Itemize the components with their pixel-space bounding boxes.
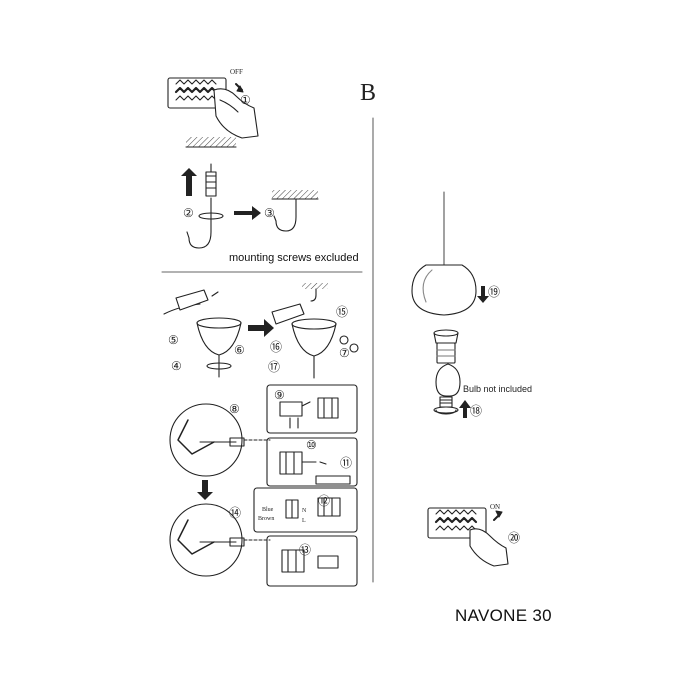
wire-label-l: L xyxy=(302,518,306,524)
detail-box-bottom xyxy=(266,535,358,587)
step-2: ② xyxy=(183,206,194,220)
step-16: ⑯ xyxy=(270,340,283,354)
arrow-down-small xyxy=(477,286,489,303)
arrow-up xyxy=(181,168,197,196)
step-13: ⑬ xyxy=(299,543,312,557)
wall-plug-and-hook xyxy=(186,163,224,249)
step-11: ⑪ xyxy=(340,456,353,470)
wire-label-blue: Blue xyxy=(262,507,274,513)
arrow-right-large xyxy=(248,319,274,337)
section-label: B xyxy=(360,80,377,106)
switch-off-illustration xyxy=(167,77,259,139)
detail-box-top xyxy=(266,384,358,434)
detail-box-middle xyxy=(266,437,358,487)
mounting-note: mounting screws excluded xyxy=(229,252,359,264)
step-10: ⑩ xyxy=(306,438,317,452)
arrow-right xyxy=(234,206,261,220)
step-6: ⑥ xyxy=(234,343,245,357)
ceiling-plate-hatched xyxy=(185,137,237,148)
switch-on-illustration xyxy=(427,507,509,567)
light-bulb xyxy=(433,363,461,415)
step-14: ⑭ xyxy=(229,506,242,520)
wire-label-n: N xyxy=(302,508,307,514)
detail-box-lower xyxy=(253,487,358,533)
mounted-hook xyxy=(271,190,319,232)
canopy-right xyxy=(271,283,359,379)
step-8: ⑧ xyxy=(229,402,240,416)
canopy-left xyxy=(163,289,242,378)
step-4: ④ xyxy=(171,359,182,373)
pendant-lamp xyxy=(411,191,477,364)
junction-box-top xyxy=(169,403,271,477)
step-17: ⑰ xyxy=(268,360,281,374)
step-3: ③ xyxy=(264,206,275,220)
step-20: ⑳ xyxy=(508,531,521,545)
product-title: NAVONE 30 xyxy=(455,606,552,625)
arrow-up-small xyxy=(459,400,471,418)
step-12: ⑫ xyxy=(318,494,331,508)
step-1: ① xyxy=(240,93,251,107)
step-15: ⑮ xyxy=(336,305,349,319)
step-19: ⑲ xyxy=(488,285,501,299)
switch-off-label: OFF xyxy=(230,68,243,76)
bulb-note: Bulb not included xyxy=(463,384,533,394)
arrow-down xyxy=(197,480,213,500)
step-18: ⑱ xyxy=(470,404,483,418)
step-9: ⑨ xyxy=(274,388,285,402)
step-5: ⑤ xyxy=(168,333,179,347)
switch-on-label: ON xyxy=(490,503,501,511)
wire-label-brown: Brown xyxy=(258,516,275,522)
step-7: ⑦ xyxy=(339,346,350,360)
junction-box-bottom xyxy=(169,503,271,577)
